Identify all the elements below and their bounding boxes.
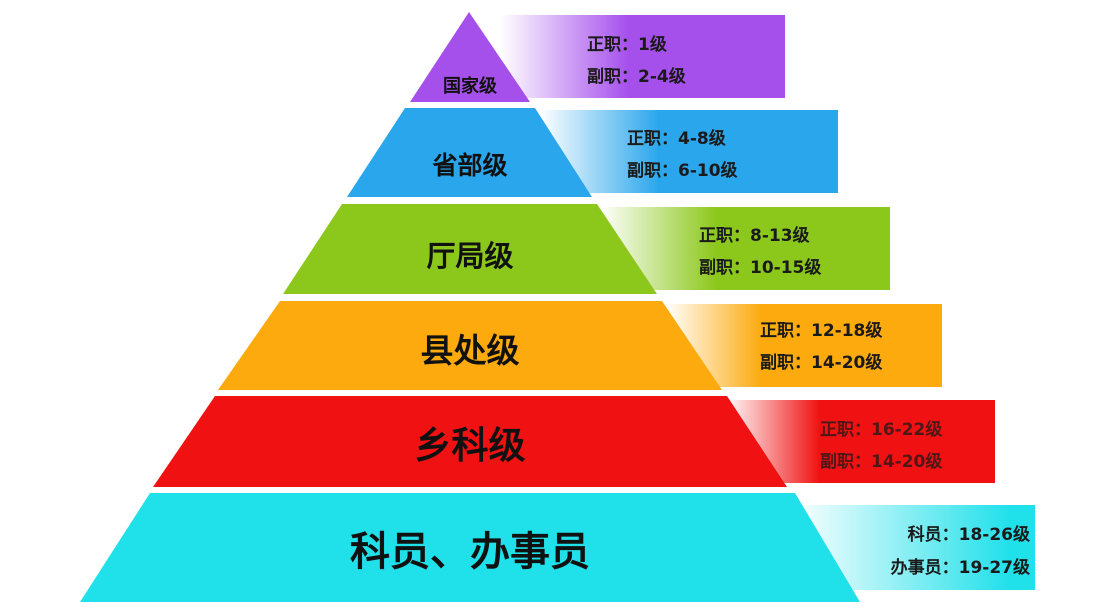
rank-deputy-bureau: 副职：10-15级 (699, 257, 821, 278)
rank-office-worker: 办事员：19-27级 (891, 557, 1030, 578)
info-box-national (500, 15, 785, 98)
tier-label-national: 国家级 (443, 75, 498, 97)
rank-clerk: 科员：18-26级 (908, 524, 1030, 545)
rank-deputy-township: 副职：14-20级 (820, 451, 942, 472)
tier-label-township: 乡科级 (415, 424, 526, 467)
tier-label-provincial: 省部级 (431, 151, 507, 180)
rank-deputy-national: 副职：2-4级 (587, 66, 686, 87)
rank-principal-provincial: 正职：4-8级 (627, 128, 726, 149)
tier-provincial (347, 108, 592, 197)
rank-deputy-provincial: 副职：6-10级 (627, 160, 738, 181)
tier-label-staff: 科员、办事员 (350, 529, 590, 575)
tier-bureau (283, 204, 657, 294)
rank-principal-bureau: 正职：8-13级 (699, 225, 810, 246)
rank-principal-county: 正职：12-18级 (760, 320, 882, 341)
tier-township (153, 396, 787, 487)
rank-principal-township: 正职：16-22级 (820, 419, 942, 440)
tier-staff (80, 493, 860, 602)
info-box-provincial (540, 110, 838, 193)
tier-label-county: 县处级 (421, 331, 520, 370)
info-box-county (665, 304, 942, 387)
rank-deputy-county: 副职：14-20级 (760, 352, 882, 373)
tier-county (218, 301, 722, 390)
tier-label-bureau: 厅局级 (426, 239, 513, 273)
rank-principal-national: 正职：1级 (587, 34, 667, 55)
tier-national (410, 12, 530, 102)
info-box-bureau (600, 207, 890, 290)
